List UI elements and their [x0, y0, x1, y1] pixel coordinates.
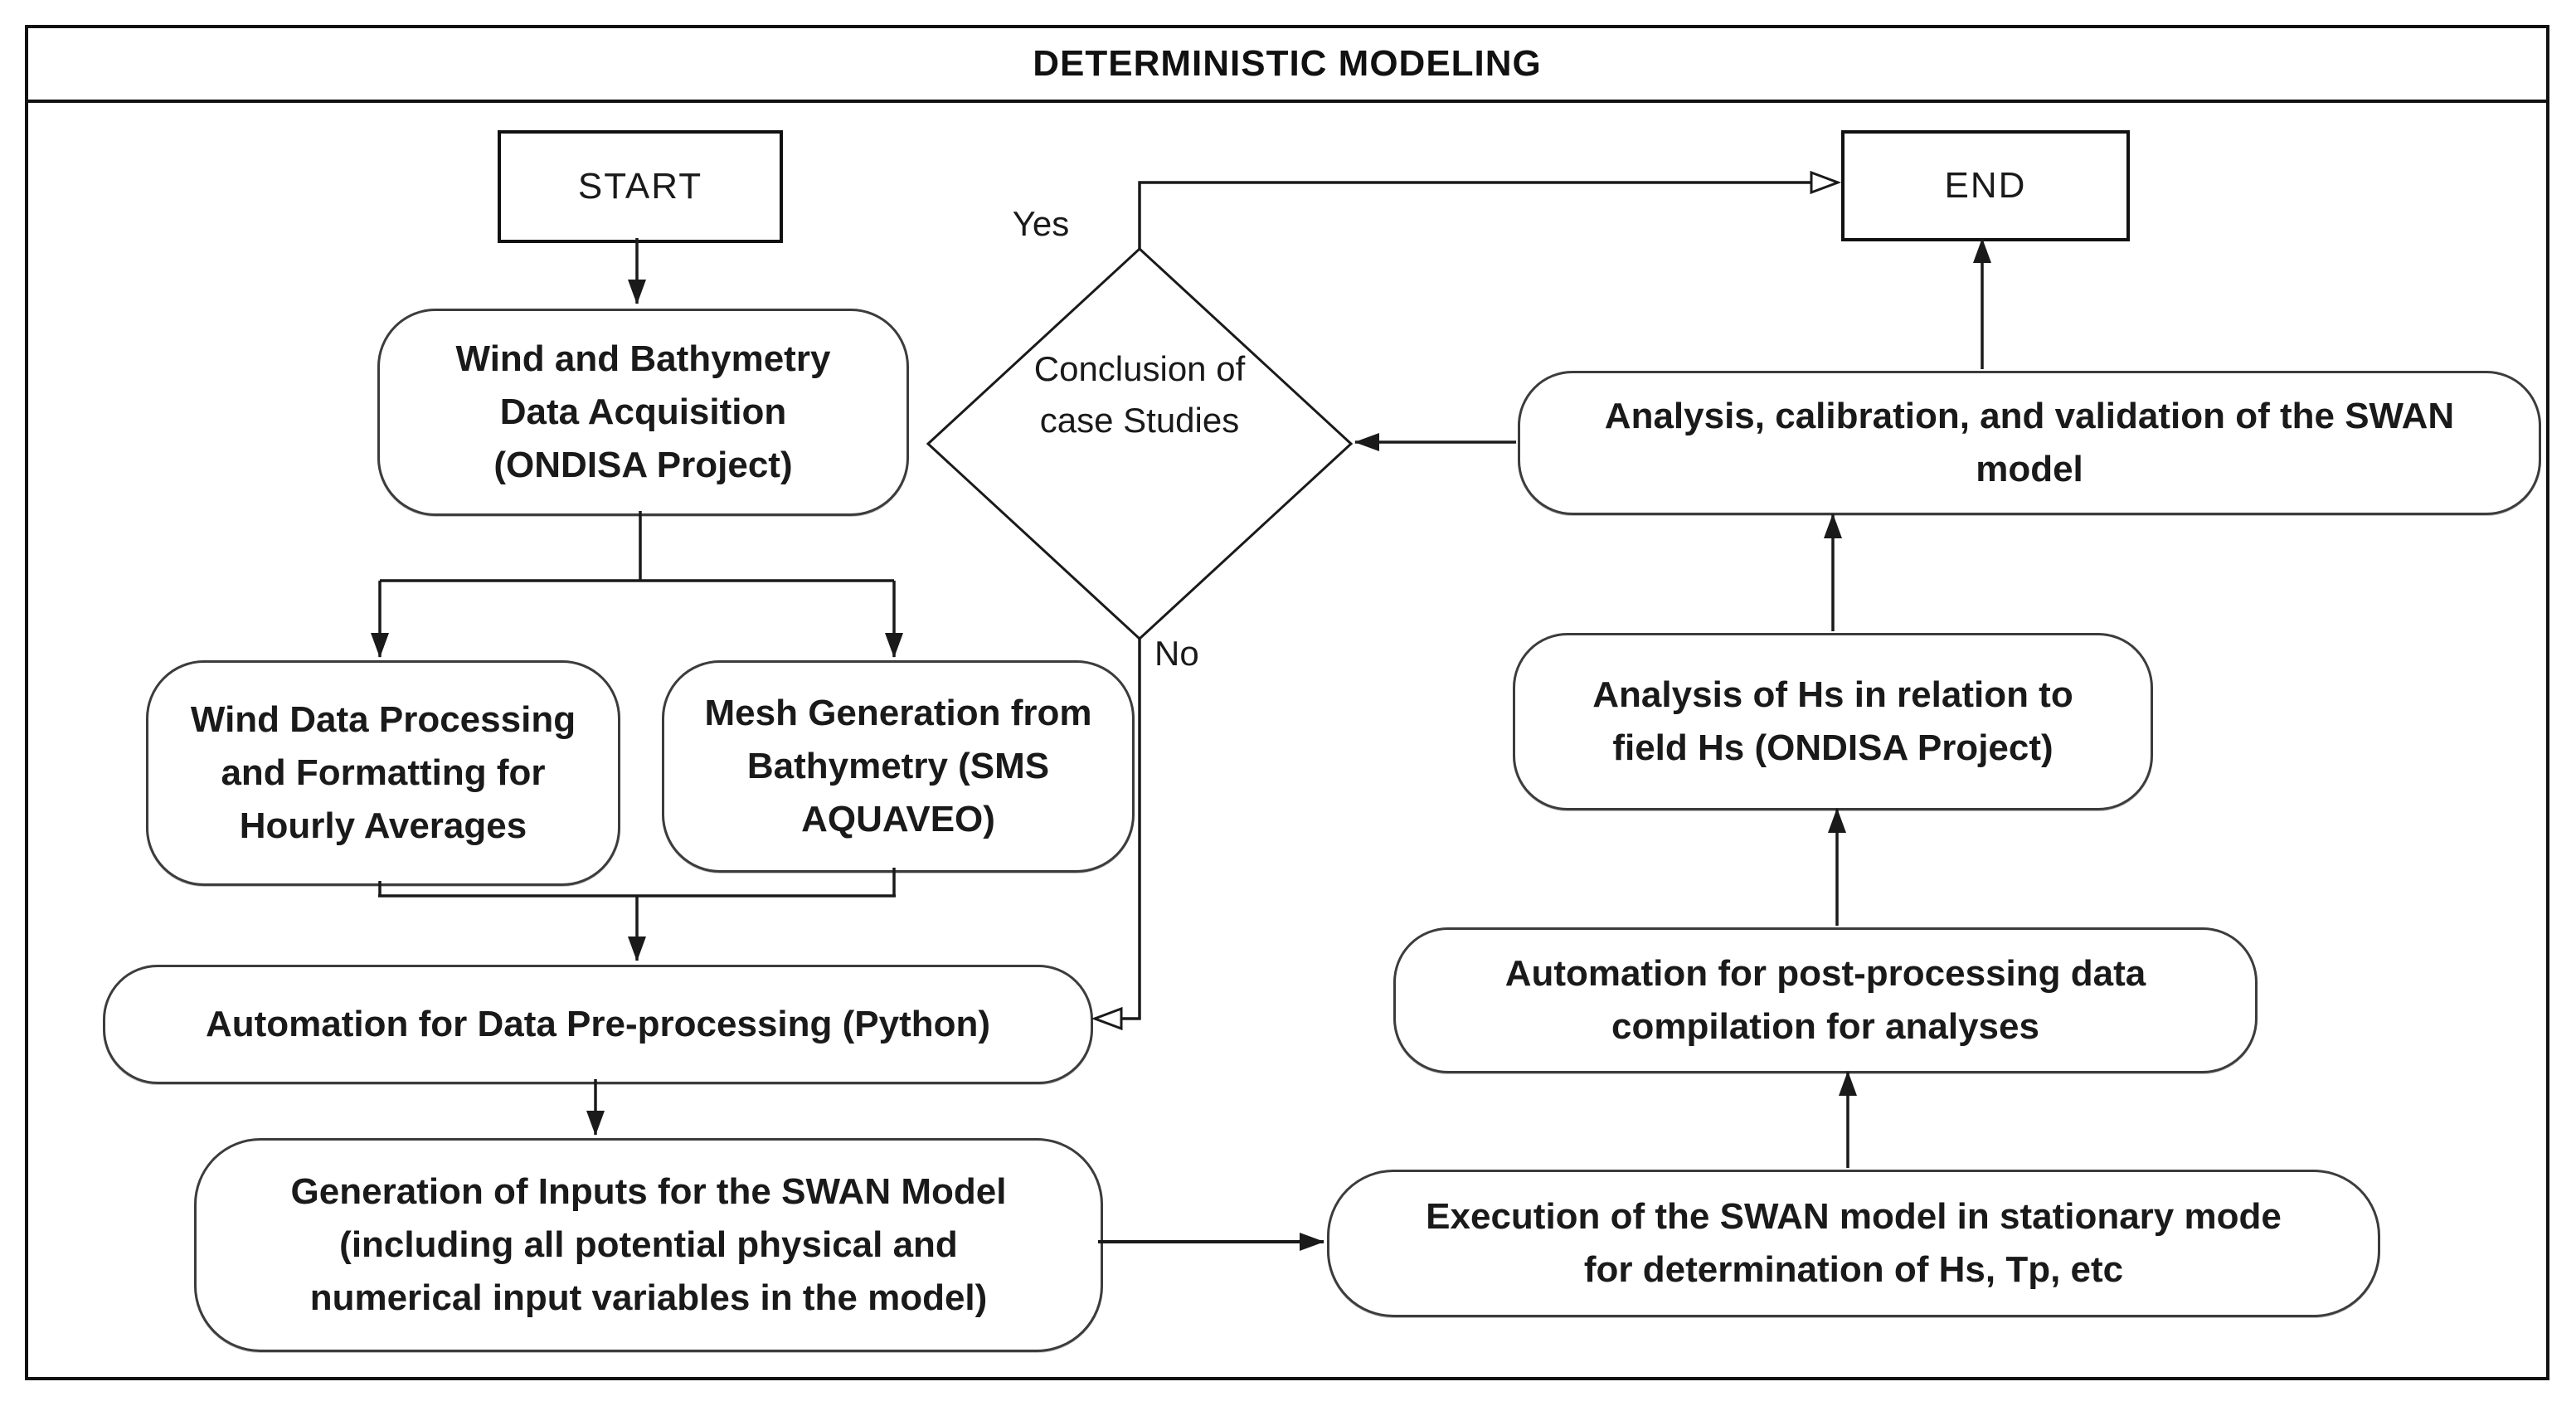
node-label-line: (including all potential physical and: [339, 1224, 958, 1265]
node-label-line: compilation for analyses: [1611, 1006, 2039, 1047]
node-label-line: Mesh Generation from: [704, 693, 1092, 733]
node-start: START: [498, 130, 783, 243]
node-label-line: Analysis of Hs in relation to: [1592, 674, 2073, 715]
edge-label-yes: Yes: [1012, 204, 1070, 243]
node-label-line: Bathymetry (SMS: [746, 746, 1050, 786]
node-label-line: numerical input variables in the model): [309, 1277, 988, 1318]
edge-label-no: No: [1154, 634, 1199, 673]
node-automation-postprocessing: Automation for post-processing data comp…: [1393, 927, 2258, 1073]
node-automation-preprocessing: Automation for Data Pre-processing (Pyth…: [103, 965, 1093, 1084]
node-label-line: and Formatting for: [221, 752, 546, 793]
node-end: END: [1841, 130, 2130, 241]
node-label-line: for determination of Hs, Tp, etc: [1583, 1249, 2124, 1290]
node-generation-of-inputs: Generation of Inputs for the SWAN Model …: [194, 1138, 1103, 1352]
node-label-line: Automation for Data Pre-processing (Pyth…: [205, 1004, 991, 1044]
decision-label-line: Conclusion of: [1033, 349, 1246, 388]
node-mesh-generation: Mesh Generation from Bathymetry (SMS AQU…: [662, 660, 1135, 873]
node-label-line: Hourly Averages: [239, 805, 527, 846]
node-label-line: Data Acquisition: [499, 392, 787, 432]
node-label-line: Wind and Bathymetry: [455, 338, 831, 379]
node-label-line: Automation for post-processing data: [1504, 953, 2146, 994]
node-label-line: (ONDISA Project): [493, 445, 793, 485]
node-label-line: Analysis, calibration, and validation of…: [1604, 396, 2455, 436]
node-label-line: AQUAVEO): [801, 799, 995, 839]
decision-label: Conclusion of case Studies: [928, 343, 1351, 446]
title-bar: DETERMINISTIC MODELING: [28, 28, 2546, 103]
node-wind-data-processing: Wind Data Processing and Formatting for …: [146, 660, 620, 886]
diagram-title: DETERMINISTIC MODELING: [1033, 43, 1542, 84]
node-analysis-calibration-validation: Analysis, calibration, and validation of…: [1518, 371, 2541, 515]
node-label-line: Wind Data Processing: [190, 699, 576, 740]
node-label-line: model: [1976, 449, 2083, 489]
node-label-line: field Hs (ONDISA Project): [1612, 727, 2054, 768]
decision-label-line: case Studies: [1039, 401, 1240, 440]
node-label-line: Execution of the SWAN model in stationar…: [1426, 1196, 2282, 1237]
node-end-label: END: [1944, 165, 2027, 206]
node-execution-swan-model: Execution of the SWAN model in stationar…: [1327, 1170, 2380, 1317]
node-start-label: START: [577, 166, 703, 207]
node-label-line: Generation of Inputs for the SWAN Model: [290, 1171, 1007, 1212]
node-wind-bathymetry-acquisition: Wind and Bathymetry Data Acquisition (ON…: [377, 309, 909, 516]
node-analysis-hs: Analysis of Hs in relation to field Hs (…: [1513, 633, 2153, 810]
